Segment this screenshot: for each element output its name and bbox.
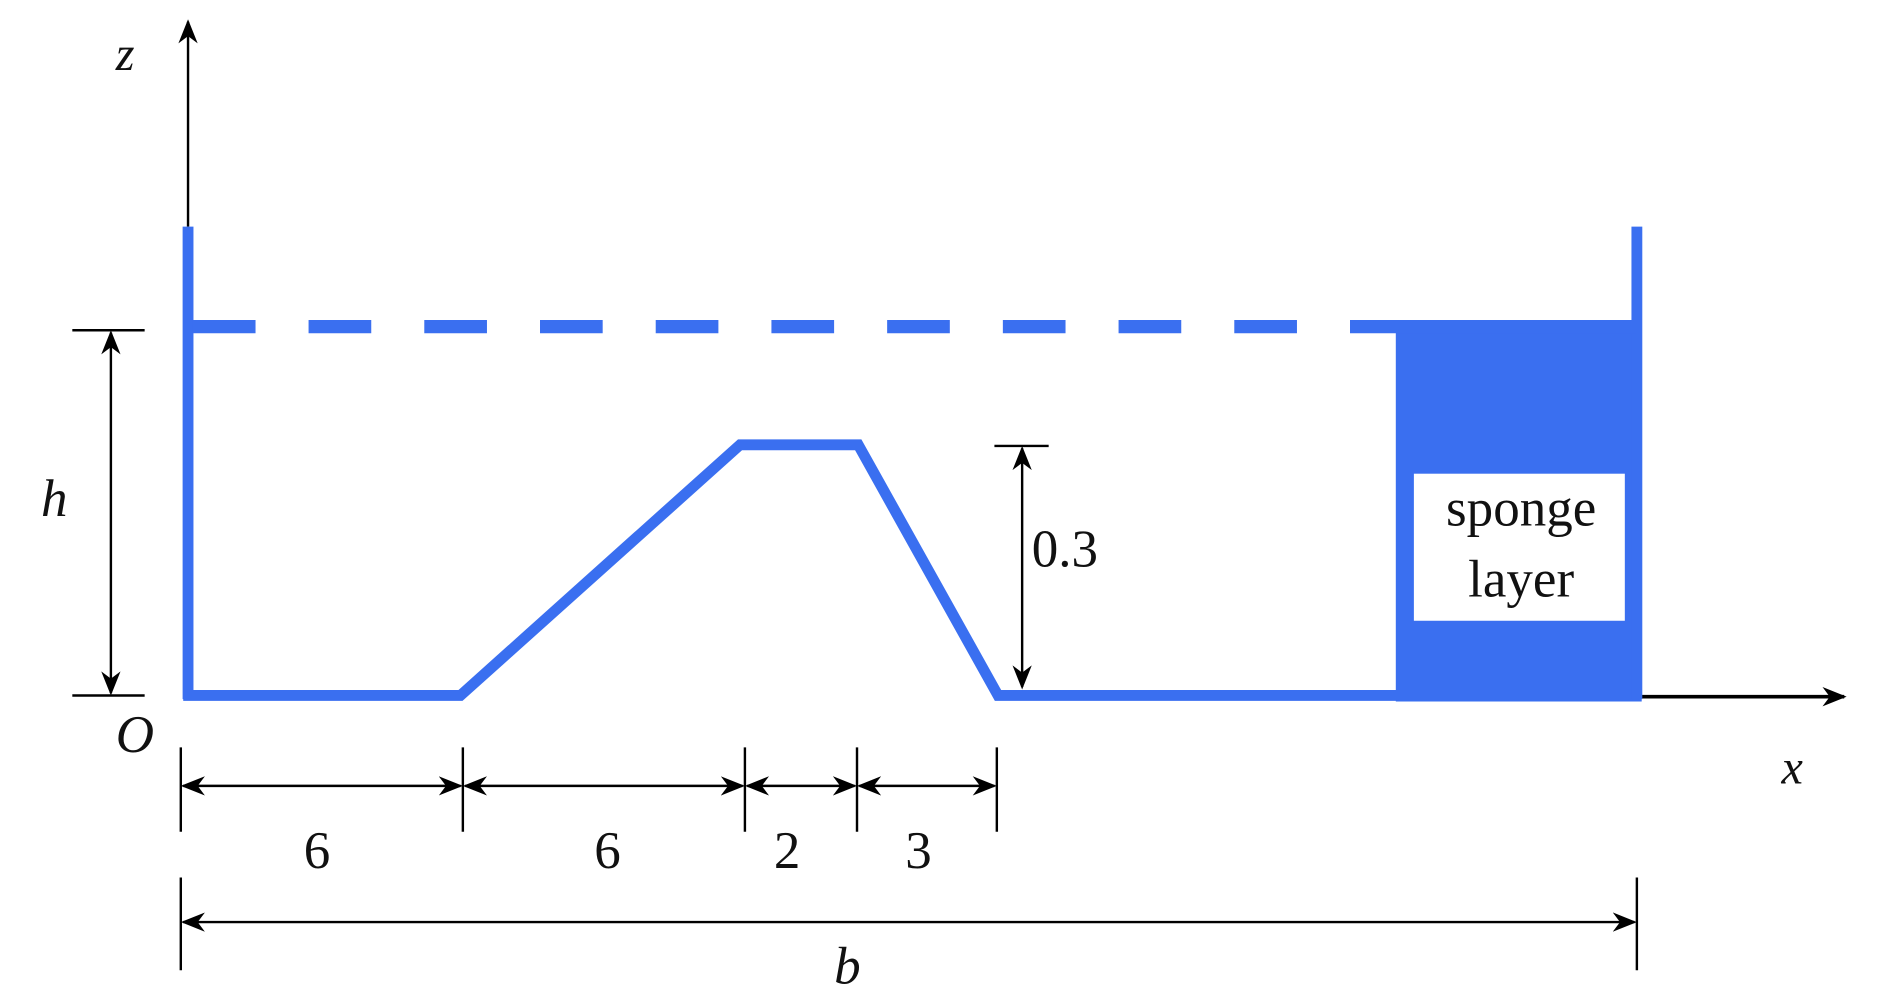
- x-axis-label: x: [1781, 741, 1804, 794]
- segment-label: 6: [304, 822, 331, 880]
- z-axis-label: z: [115, 28, 135, 81]
- sponge-label-line2: layer: [1468, 551, 1574, 609]
- segment-label: 6: [594, 822, 621, 880]
- bed-profile-bar: [183, 439, 1401, 701]
- segment-label: 3: [905, 822, 932, 880]
- bar-height-label: 0.3: [1032, 521, 1098, 579]
- b-label: b: [834, 938, 861, 992]
- segment-dimensions: [179, 747, 999, 832]
- sponge-label-line1: sponge: [1446, 480, 1596, 538]
- origin-label: O: [116, 706, 154, 764]
- segment-label: 2: [774, 822, 801, 880]
- sponge-label-box: [1413, 473, 1625, 621]
- h-label: h: [41, 470, 68, 528]
